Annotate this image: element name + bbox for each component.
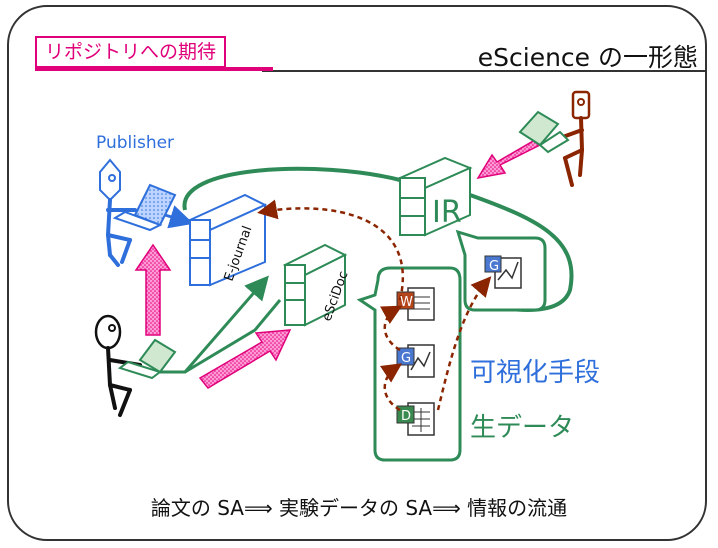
word-icon-letter: W [400,295,413,310]
section-tag: リポジトリへの期待 [35,36,227,68]
slide-title: eScience の一形態 [477,43,698,72]
visualization-label: 可視化手段 [470,358,601,388]
publisher-label: Publisher [96,133,175,153]
data-icon-letter: D [401,409,411,424]
header-rule [262,70,707,72]
publisher-figure [99,158,137,267]
dashed-arrow-to-ir-graph [436,276,492,411]
data-doc-icon [396,402,435,436]
tag-underline [35,67,273,71]
researcher-laptop-icon [117,338,177,380]
escidoc-server [282,243,348,327]
slide-frame [7,5,707,541]
pink-arrow-to-ir [476,139,542,180]
ir-server [397,156,473,237]
graph-doc-icon [396,344,435,378]
graph-icon-letter: G [401,351,411,366]
dashed-arrow-graph-to-word [380,305,403,352]
ejournal-server [187,193,268,287]
dashed-arrow-to-ejournal [257,199,404,301]
dashed-arrow-data-to-graph [379,363,403,412]
ir-graph-doc-icon [484,255,522,289]
pink-arrow-up [134,243,172,336]
user-laptop-icon [518,110,570,154]
green-arrow-to-escidoc [184,299,282,374]
publisher-laptop-icon [112,183,177,232]
raw-data-label: 生データ [470,413,575,443]
pink-arrow-diagonal [198,329,292,389]
ir-graph-icon-letter: G [489,259,499,274]
researcher-figure [94,314,142,417]
ir-label: IR [432,195,462,230]
footer-caption: 論文の SA⟹ 実験データの SA⟹ 情報の流通 [150,496,568,520]
